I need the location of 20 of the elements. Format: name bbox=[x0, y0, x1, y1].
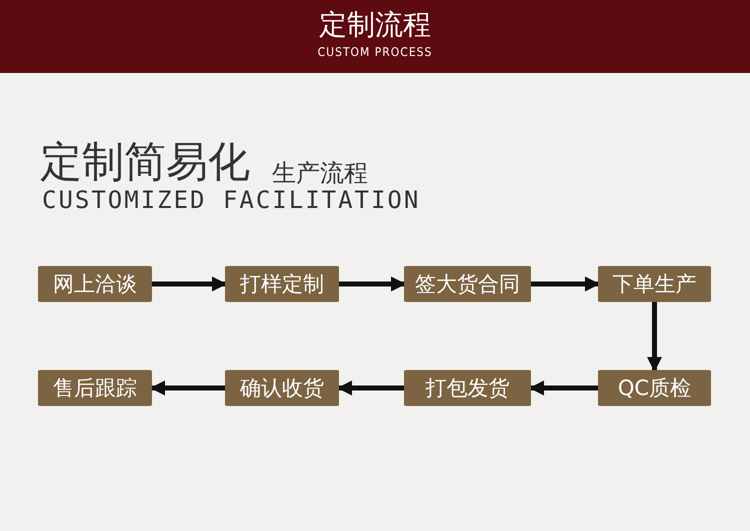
process-step: 签大货合同 bbox=[404, 266, 531, 302]
process-step: 网上洽谈 bbox=[38, 266, 152, 302]
arrow bbox=[531, 276, 600, 292]
page-title: 定制流程 bbox=[318, 8, 432, 42]
arrow bbox=[150, 380, 225, 396]
process-step: QC质检 bbox=[598, 370, 711, 406]
subtitle: CUSTOM PROCESS bbox=[316, 45, 434, 59]
process-step: 下单生产 bbox=[598, 266, 711, 302]
process-step: 打包发货 bbox=[404, 370, 531, 406]
process-step: 售后跟踪 bbox=[38, 370, 152, 406]
heading-suffix: 生产流程 bbox=[272, 158, 368, 188]
arrow bbox=[152, 276, 227, 292]
heading: 定制简易化 bbox=[40, 138, 250, 186]
arrow bbox=[647, 302, 662, 372]
english-heading: CUSTOMIZED FACILITATION bbox=[42, 186, 420, 214]
process-step: 确认收货 bbox=[225, 370, 339, 406]
arrow bbox=[339, 276, 406, 292]
arrow bbox=[529, 380, 598, 396]
process-step: 打样定制 bbox=[225, 266, 339, 302]
arrow bbox=[337, 380, 404, 396]
